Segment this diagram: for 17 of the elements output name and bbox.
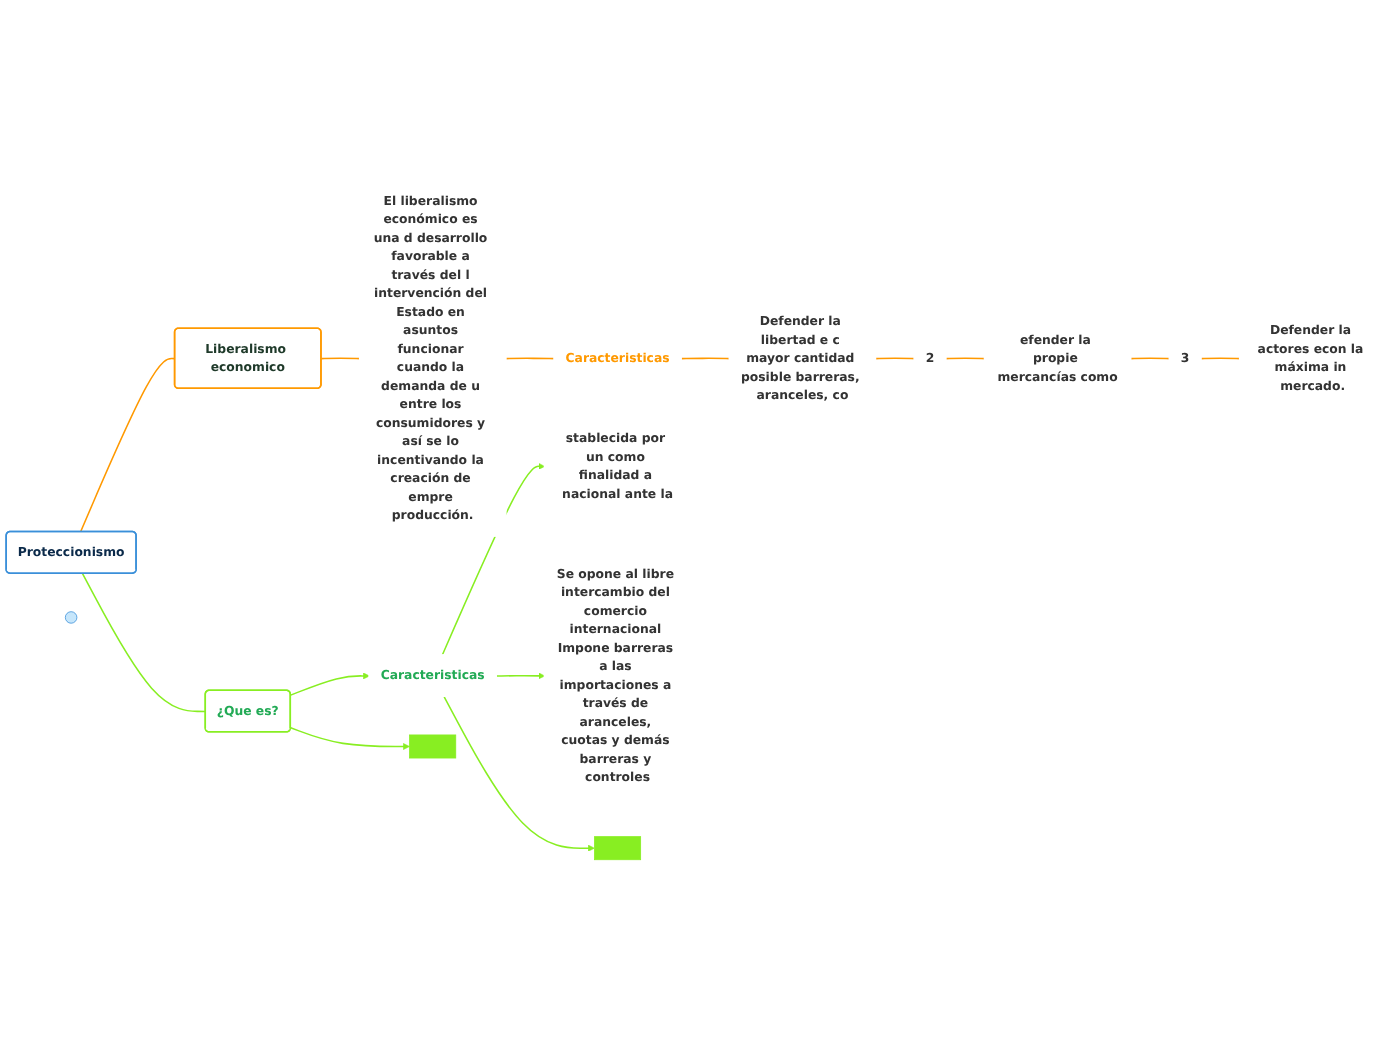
connector — [945, 357, 986, 360]
connector — [680, 357, 731, 360]
connector — [81, 572, 207, 713]
arrow — [289, 672, 370, 696]
node-bar — [409, 734, 457, 759]
arrow — [441, 462, 546, 656]
node-bar — [594, 836, 642, 861]
connector — [1200, 357, 1241, 360]
connector — [79, 357, 176, 533]
arrow — [495, 672, 546, 680]
node-circle — [64, 611, 78, 624]
arrow — [443, 696, 595, 852]
connector — [875, 357, 916, 360]
connector — [320, 357, 361, 360]
connector — [1130, 357, 1171, 360]
arrow — [289, 726, 410, 750]
connector — [505, 357, 556, 360]
